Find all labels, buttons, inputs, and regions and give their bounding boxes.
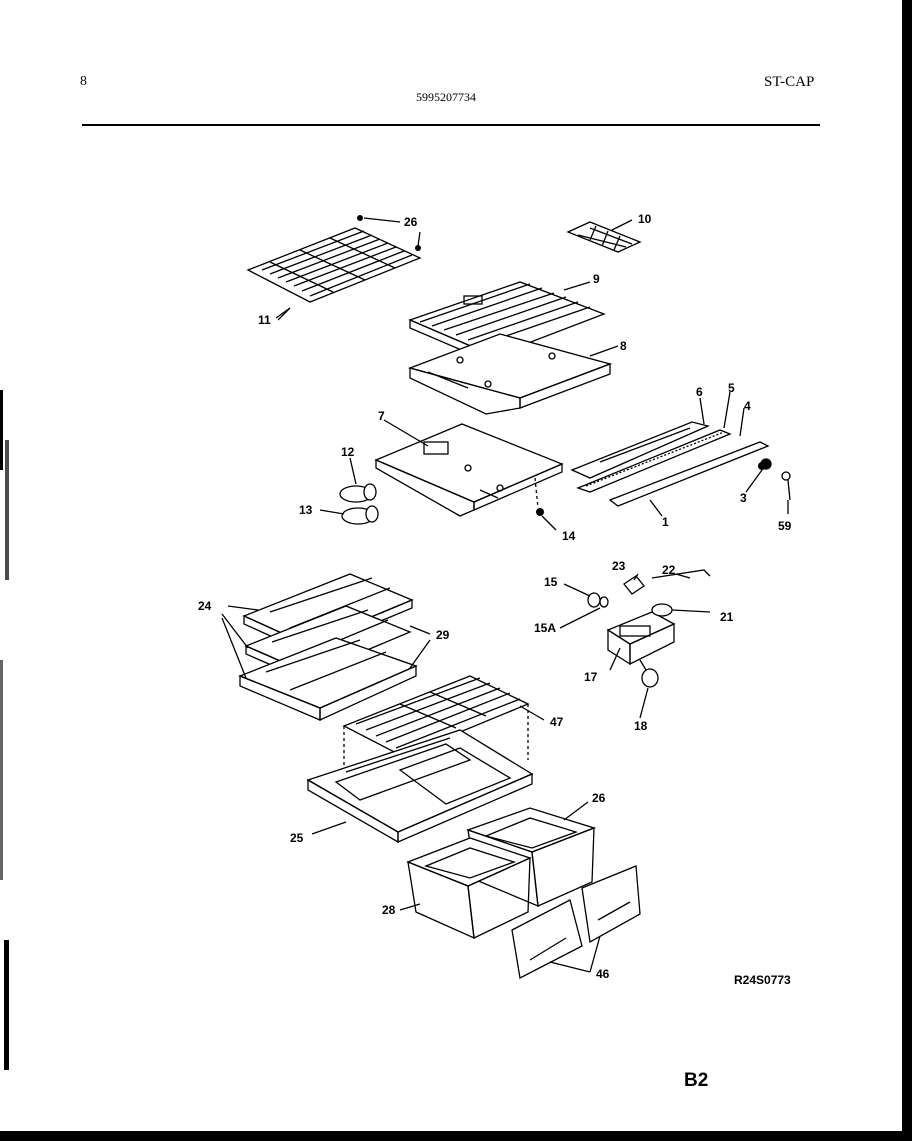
header-rule xyxy=(82,124,820,126)
part-crisper-drawer-left xyxy=(406,837,532,940)
callout-7: 7 xyxy=(378,409,385,423)
part-control-housing xyxy=(587,569,711,688)
callout-8: 8 xyxy=(620,339,627,353)
callout-6: 6 xyxy=(696,385,703,399)
part-divider-plate xyxy=(374,423,564,517)
callout-11: 11 xyxy=(258,313,271,327)
part-crisper-drawer-right xyxy=(466,807,596,908)
callout-21: 21 xyxy=(720,610,734,624)
callout-14: 14 xyxy=(562,529,576,543)
callout-24: 24 xyxy=(198,599,212,613)
callout-3: 3 xyxy=(740,491,747,505)
model-code: ST-CAP xyxy=(764,74,815,90)
callout-17: 17 xyxy=(584,670,598,684)
callout-29: 29 xyxy=(436,628,450,642)
callout-59: 59 xyxy=(778,519,792,533)
callout-1: 1 xyxy=(662,515,669,529)
callout-9: 9 xyxy=(593,272,600,286)
callout-18: 18 xyxy=(634,719,648,733)
part-slide-rails xyxy=(570,421,791,507)
part-wire-shelf xyxy=(246,227,422,321)
document-number: 5995207734 xyxy=(416,90,476,104)
callout-26-top: 26 xyxy=(404,215,418,229)
page-border-bottom xyxy=(0,1131,912,1141)
callout-26-drawer: 26 xyxy=(592,791,606,805)
scan-edge-marks xyxy=(0,390,9,1070)
callout-13: 13 xyxy=(299,503,313,517)
part-glass-shelves xyxy=(238,573,418,722)
callout-46: 46 xyxy=(596,967,610,981)
leader-lines xyxy=(221,217,789,973)
callout-22: 22 xyxy=(662,563,676,577)
callout-25: 25 xyxy=(290,831,304,845)
page-border-right xyxy=(902,0,912,1141)
part-rollers xyxy=(339,483,379,525)
part-freezer-floor xyxy=(407,333,613,415)
part-fasteners xyxy=(357,215,766,516)
callout-23: 23 xyxy=(612,559,626,573)
part-ice-tray xyxy=(566,221,642,253)
exploded-parts-diagram xyxy=(221,215,791,979)
callout-10: 10 xyxy=(638,212,652,226)
diagram-reference-code: R24S0773 xyxy=(734,973,791,987)
part-crisper-frame xyxy=(306,729,534,844)
part-crisper-cover xyxy=(342,675,530,780)
part-freezer-shelf xyxy=(408,281,606,365)
sheet-id: B2 xyxy=(684,1070,709,1091)
part-drawer-fronts xyxy=(511,865,641,979)
callout-47: 47 xyxy=(550,715,564,729)
page-number: 8 xyxy=(80,74,87,89)
callout-12: 12 xyxy=(341,445,355,459)
callout-15a: 15A xyxy=(534,621,557,635)
callout-15: 15 xyxy=(544,575,558,589)
callout-5: 5 xyxy=(728,381,735,395)
callout-28: 28 xyxy=(382,903,396,917)
callout-4: 4 xyxy=(744,399,751,413)
